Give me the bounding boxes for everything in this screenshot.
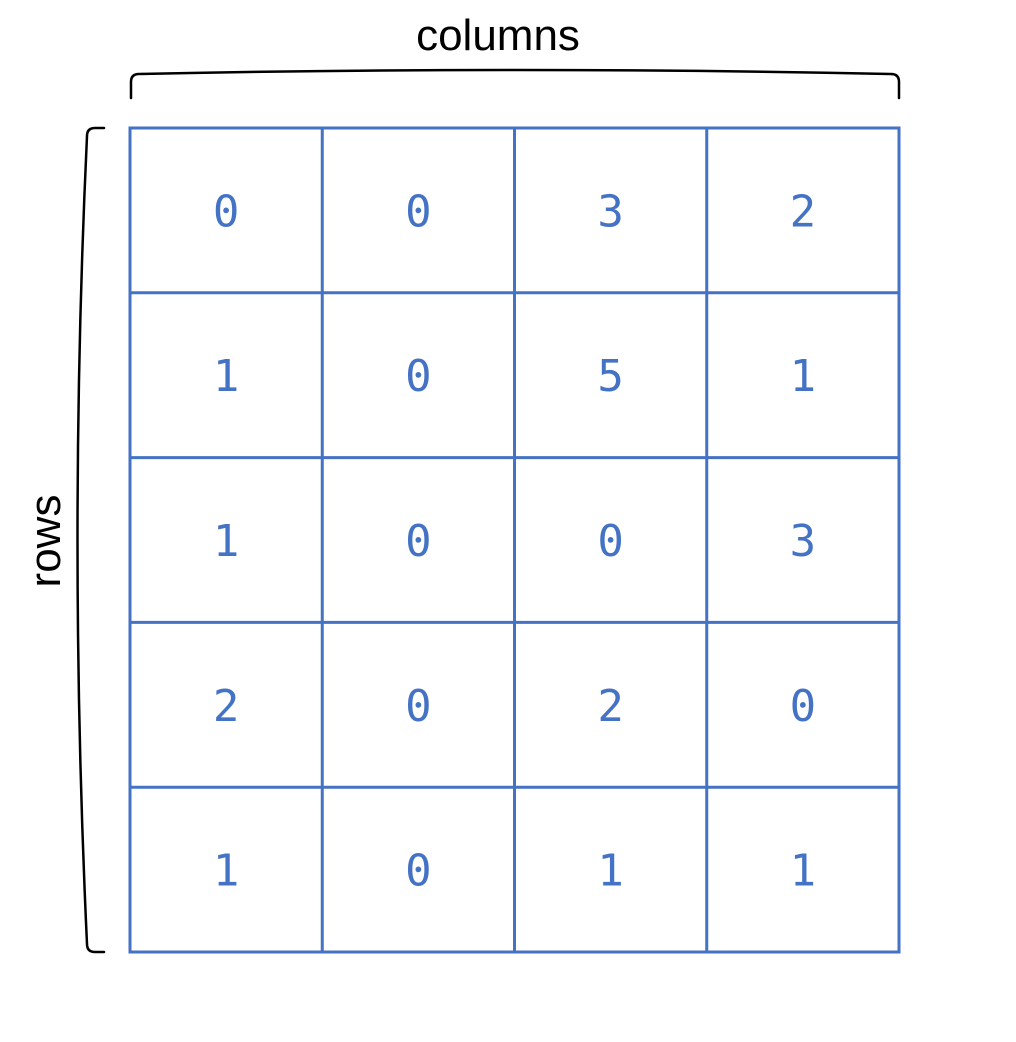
matrix-cell-value: 0: [213, 186, 240, 237]
matrix-cell-value: 3: [790, 516, 817, 567]
matrix-cell-value: 2: [790, 186, 817, 237]
matrix-cell-value: 0: [405, 516, 432, 567]
matrix-cell-value: 1: [213, 846, 240, 897]
matrix-cell-value: 0: [405, 186, 432, 237]
matrix-cell-value: 1: [213, 351, 240, 402]
matrix-cell-value: 0: [790, 681, 817, 732]
matrix-cell-value: 2: [597, 681, 624, 732]
matrix-values: 0 0 3 2 1 0 5 1 1 0 0 3 2 0 2 0 1 0 1 1: [213, 186, 816, 896]
matrix-cell-value: 0: [597, 516, 624, 567]
columns-label: columns: [416, 11, 580, 60]
matrix-cell-value: 0: [405, 681, 432, 732]
rows-brace: [76, 126, 106, 954]
matrix-cell-value: 2: [213, 681, 240, 732]
matrix-cell-value: 1: [213, 516, 240, 567]
matrix-cell-value: 0: [405, 351, 432, 402]
matrix-cell-value: 0: [405, 846, 432, 897]
matrix-cell-value: 3: [597, 186, 624, 237]
matrix-cell-value: 1: [790, 846, 817, 897]
columns-brace: [129, 68, 901, 100]
matrix-cell-value: 1: [597, 846, 624, 897]
matrix-cell-value: 5: [597, 351, 624, 402]
rows-label: rows: [21, 495, 70, 588]
matrix-cell-value: 1: [790, 351, 817, 402]
matrix-grid: [128, 126, 901, 954]
